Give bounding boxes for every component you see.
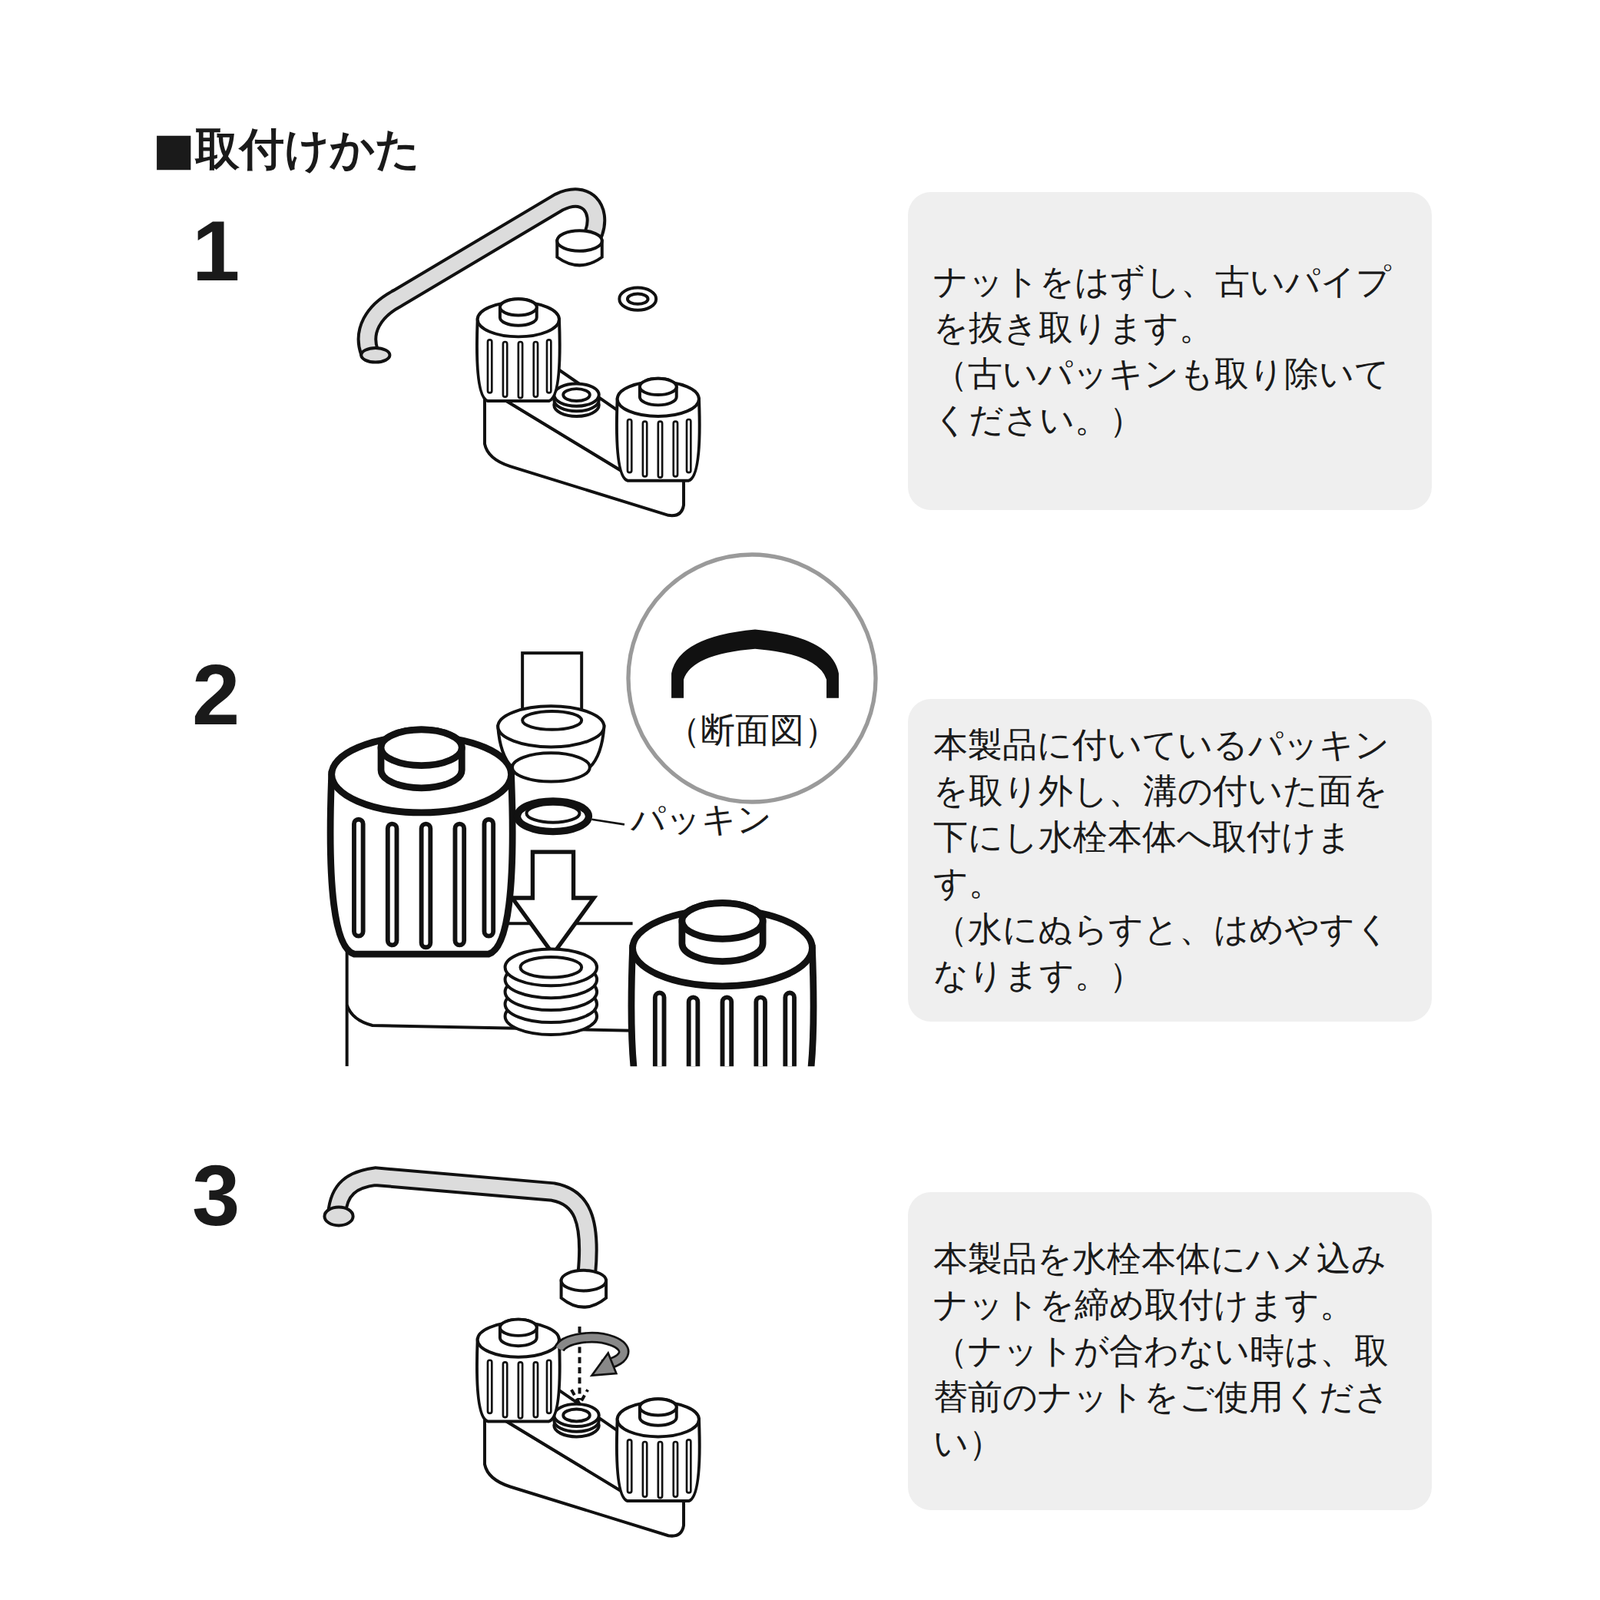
step-number: 1 [192, 199, 240, 303]
part-label: パッキン [630, 798, 772, 841]
instruction-box: 本製品に付いているパッキンを取り外し、溝の付いた面を下にし水栓本体へ取付けます。… [907, 698, 1432, 1022]
instruction-text: 本製品を水栓本体にハメ込みナットを締め取付けます。 [933, 1235, 1409, 1329]
page-title: ■取付けかた [152, 121, 421, 177]
instruction-box: ナットをはずし、古いパイプを抜き取ります。（古いパッキンも取り除いてください。） [907, 192, 1432, 511]
circle-outline [624, 550, 880, 806]
instruction-note: （水にぬらすと、はめやすくなります。） [933, 906, 1409, 999]
instruction-box: 本製品を水栓本体にハメ込みナットを締め取付けます。（ナットが合わない時は、取替前… [907, 1192, 1432, 1511]
instruction-note: （ナットが合わない時は、取替前のナットをご使用ください） [933, 1328, 1409, 1467]
instruction-note: （古いパッキンも取り除いてください。） [933, 351, 1409, 444]
callout-text: （断面図） [624, 708, 880, 752]
step-number: 2 [192, 643, 240, 747]
step-number: 3 [192, 1144, 240, 1248]
instruction-text: ナットをはずし、古いパイプを抜き取ります。 [933, 258, 1409, 352]
callout-circle: （断面図） [624, 550, 880, 806]
instruction-text: 本製品に付いているパッキンを取り外し、溝の付いた面を下にし水栓本体へ取付けます。 [933, 722, 1409, 907]
